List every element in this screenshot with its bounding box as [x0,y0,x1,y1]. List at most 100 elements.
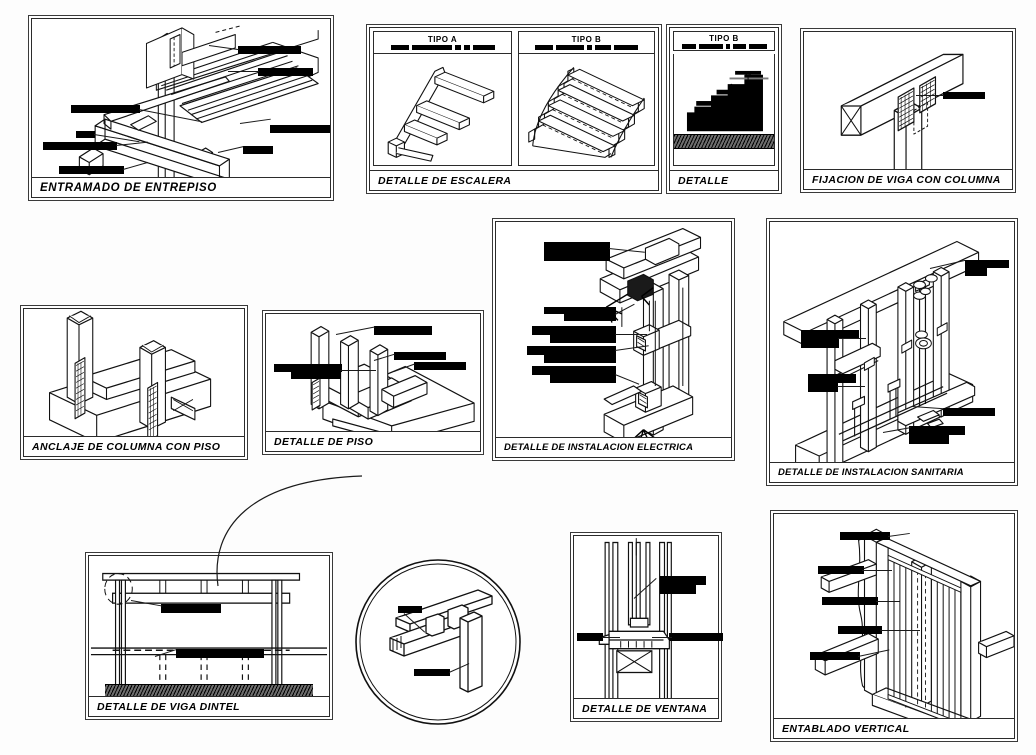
redacted-label [76,131,95,138]
redacted-label [943,92,985,99]
drawing-anclaje-columna-piso [24,309,244,456]
redacted-label [532,326,616,335]
panel-detalle-escalera[interactable]: TIPO A [366,24,662,194]
panel-entablado-vertical[interactable]: ENTABLADO VERTICAL [770,510,1018,742]
tipo-b-label: TIPO B [571,35,602,44]
drawing-detalle-ventana [574,536,718,718]
tipo-b-header: TIPO B [519,32,654,54]
redacted-label [238,46,301,54]
panel-title-text: ENTABLADO VERTICAL [782,722,910,735]
panel-title-instalacion-sanitaria: DETALLE DE INSTALACION SANITARIA [770,462,1014,482]
leader-line [652,637,672,638]
drawing-fijacion-viga-columna [804,32,1012,189]
redacted-label [544,354,616,363]
panel-title-text: DETALLE DE ESCALERA [378,174,512,187]
drawing-entablado-vertical [774,514,1014,738]
redacted-label [394,352,446,360]
panel-entramado-entrepiso[interactable]: ENTRAMADO DE ENTREPISO [28,15,334,201]
tipo-b-header-seccion: TIPO B [673,31,775,51]
panel-detalle-instalacion-electrica[interactable]: DETALLE DE INSTALACION ELECTRICA [492,218,735,461]
panel-title-text: DETALLE DE PISO [274,435,374,448]
redacted-label [258,68,313,76]
leader-line [916,95,944,96]
redacted-label [43,142,117,150]
redacted-label [527,346,616,355]
redacted-label [398,606,422,613]
panel-detalle-ventana[interactable]: DETALLE DE VENTANA [570,532,723,722]
panel-title-viga-dintel: DETALLE DE VIGA DINTEL [89,696,329,716]
panel-title-text: FIJACION DE VIGA CON COLUMNA [812,173,1001,186]
redacted-label [59,166,124,174]
redacted-label [801,330,859,339]
redacted-label [822,597,878,605]
redacted-label [660,576,706,585]
redacted-label [577,633,603,641]
redacted-label [669,633,723,641]
redacted-label [801,339,839,348]
panel-detalle-viga-dintel[interactable]: DETALLE DE VIGA DINTEL [85,552,333,720]
redacted-label [532,366,616,375]
panel-title-detalle-ventana: DETALLE DE VENTANA [574,698,718,718]
redacted-label [840,532,890,540]
panel-detalle-instalacion-sanitaria[interactable]: DETALLE DE INSTALACION SANITARIA [766,218,1018,486]
redacted-label [810,652,860,660]
panel-detalle-seccion[interactable]: TIPO B [666,24,782,194]
redacted-label [374,326,432,335]
redacted-subtitle [390,45,495,50]
redacted-label [291,371,341,379]
redacted-label [550,374,616,383]
panel-fijacion-viga-columna[interactable]: FIJACION DE VIGA CON COLUMNA [800,28,1016,193]
panel-detalle-piso[interactable]: DETALLE DE PISO [262,310,484,455]
redacted-label [818,566,864,574]
redacted-label [243,146,273,154]
redacted-label [176,649,264,658]
ground-hatch [105,684,313,697]
leader-line [862,570,892,571]
panel-title-detalle-piso: DETALLE DE PISO [266,431,480,451]
drawing-escalera-tipo-a [374,54,511,165]
panel-title-anclaje-columna-piso: ANCLAJE DE COLUMNA CON PISO [24,436,244,456]
leader-line [837,386,865,387]
tipo-a-label: TIPO A [427,35,458,44]
leader-line [838,338,866,339]
panel-title-fijacion-viga-columna: FIJACION DE VIGA CON COLUMNA [804,169,1012,189]
drawing-detalle-piso [266,314,480,451]
redacted-label [544,242,610,252]
redacted-subtitle [681,43,767,49]
panel-title-instalacion-electrica: DETALLE DE INSTALACION ELECTRICA [496,437,731,457]
leader-line [615,334,647,335]
panel-title-text: DETALLE [678,174,729,187]
panel-title-text: DETALLE DE VENTANA [582,702,708,715]
panel-title-entramado-entrepiso: ENTRAMADO DE ENTREPISO [32,177,330,197]
redacted-label [909,426,965,435]
leader-line [340,370,376,371]
redacted-label [965,268,987,276]
panel-title-text: ANCLAJE DE COLUMNA CON PISO [32,440,221,453]
redacted-label [550,334,616,343]
drawing-entramado-entrepiso [32,19,330,197]
panel-anclaje-columna-piso[interactable]: ANCLAJE DE COLUMNA CON PISO [20,305,248,460]
redacted-label [808,374,856,383]
redacted-label [161,604,221,613]
redacted-label [943,408,995,416]
leader-line [228,71,259,72]
panel-title-entablado-vertical: ENTABLADO VERTICAL [774,718,1014,738]
subpanel-tipo-a[interactable]: TIPO A [373,31,512,166]
leader-line [880,630,920,631]
panel-title-detalle-escalera: DETALLE DE ESCALERA [370,170,658,190]
redacted-label [414,669,450,676]
subpanel-tipo-b[interactable]: TIPO B [518,31,655,166]
redacted-label [274,364,342,372]
tipo-b-label: TIPO B [709,33,739,43]
redacted-label [71,105,140,113]
callout-detalle-ampliado-dintel[interactable] [352,556,524,728]
panel-title-text: ENTRAMADO DE ENTREPISO [40,181,217,194]
redacted-label [544,307,616,314]
leader-line [602,637,620,638]
redacted-label [660,585,696,594]
redacted-label [808,383,838,392]
redacted-label [544,251,610,261]
redacted-subtitle [535,45,638,50]
panel-title-detalle-seccion: DETALLE [670,170,778,190]
